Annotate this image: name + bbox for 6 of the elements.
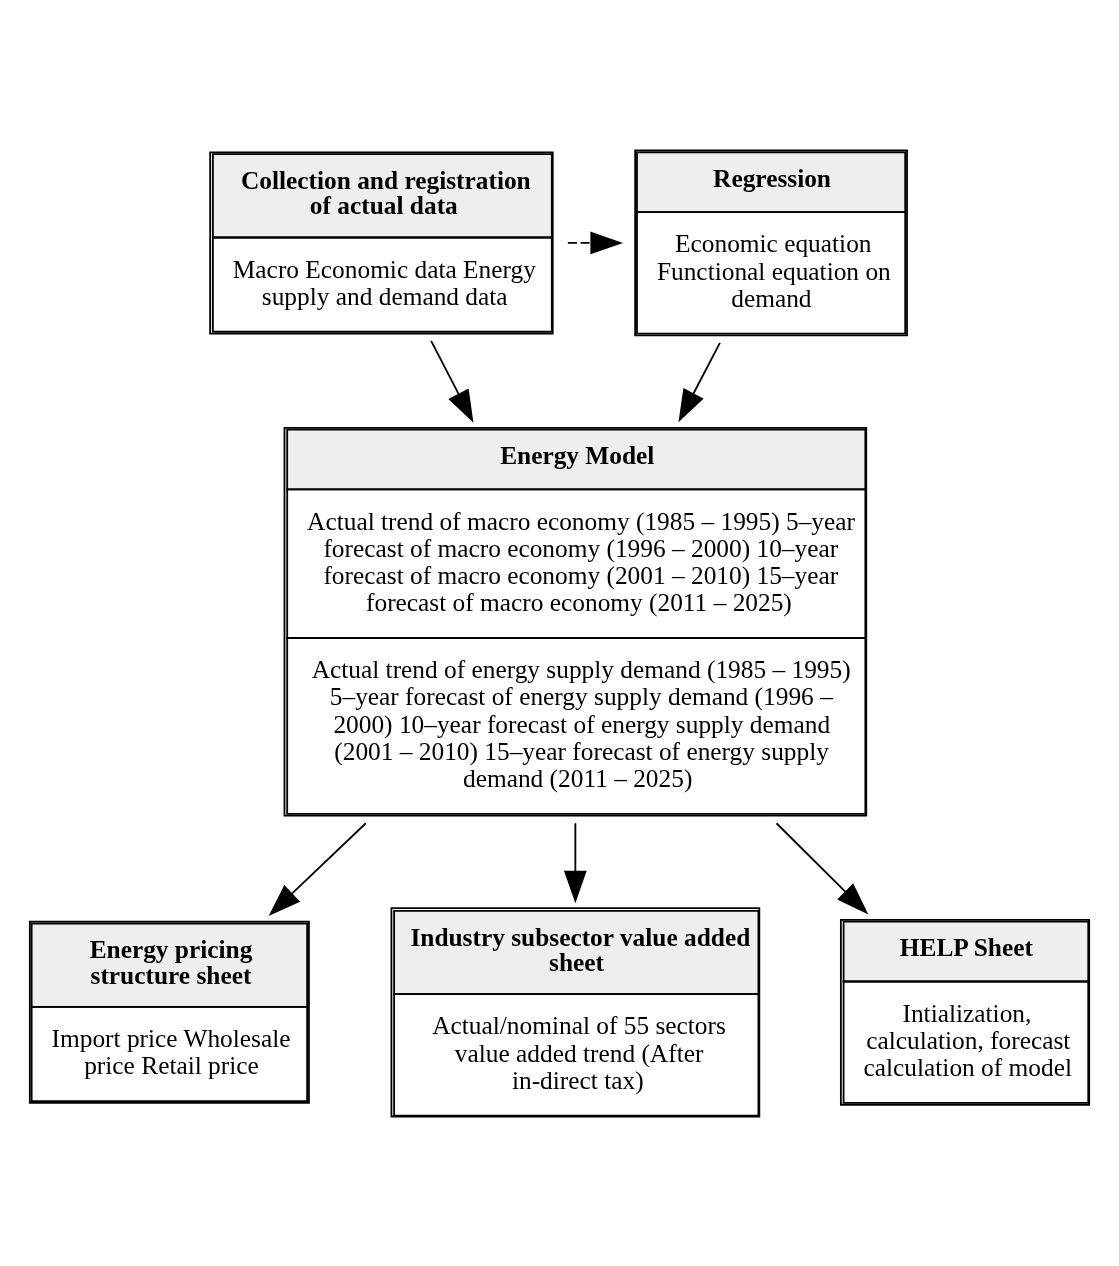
arrow: [678, 341, 721, 422]
arrow: [563, 821, 587, 903]
arrow: [775, 821, 869, 914]
arrow: [268, 821, 367, 916]
arrow: [430, 339, 474, 423]
arrow: [567, 231, 624, 254]
